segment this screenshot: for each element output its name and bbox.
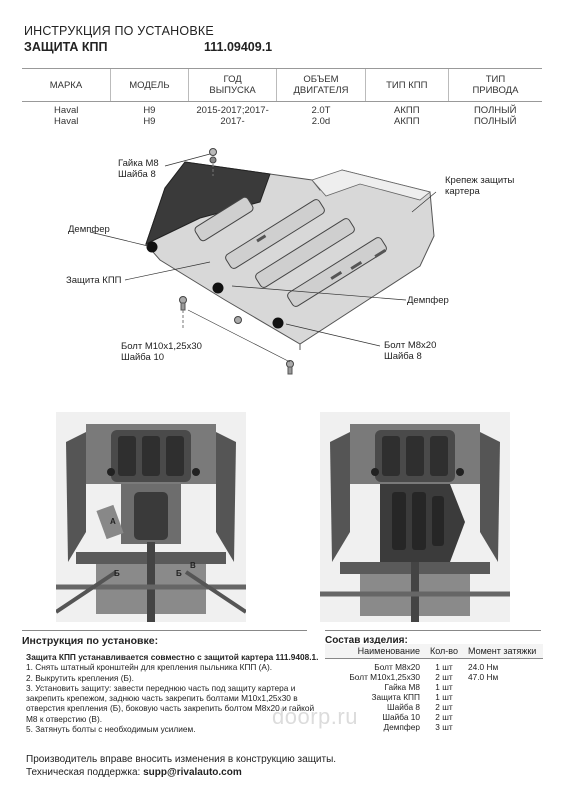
table-row: Гайка М8 1 шт (325, 682, 543, 692)
col-header: МОДЕЛЬ (109, 68, 189, 102)
instruction-step: 3. Установить защиту: завести переднюю ч… (26, 682, 315, 724)
skid-plate-drawing (145, 161, 435, 350)
damper-part (146, 241, 158, 253)
comp-qty: 1 шт (435, 682, 453, 692)
comp-col-header: Момент затяжки (465, 644, 543, 659)
comp-torque (465, 702, 543, 712)
table-row: Шайба 10 2 шт (325, 712, 543, 722)
instructions-intro: Защита КПП устанавливается совместно с з… (26, 652, 319, 662)
comp-name: Демпфер (383, 722, 421, 732)
label-bolt-m10: Болт М10х1,25х30 (121, 341, 202, 352)
col-header-text: ТИП ПРИВОДА (472, 74, 519, 96)
table-cell: АКПП (394, 116, 420, 127)
table-cell: 2017- (220, 116, 245, 127)
table-row: Болт М8х20 1 шт 24.0 Нм (325, 659, 543, 673)
comp-torque: 47.0 Нм (468, 672, 499, 682)
comp-name: Шайба 8 (387, 702, 420, 712)
footer-disclaimer: Производитель вправе вносить изменения в… (26, 754, 337, 765)
comp-qty: 1 шт (435, 662, 453, 672)
doc-title: ИНСТРУКЦИЯ ПО УСТАНОВКЕ (24, 24, 214, 38)
label-washer-8: Шайба 8 (118, 169, 156, 180)
footer-support: Техническая поддержка: supp@rivalauto.co… (26, 767, 242, 778)
label-bolt-m8: Болт М8х20 (384, 340, 437, 351)
photo-label-b: Б (176, 569, 182, 578)
instructions-title: Инструкция по установке: (22, 635, 159, 647)
table-cell: АКПП (394, 105, 420, 116)
composition-title: Состав изделия: (325, 635, 408, 646)
instructions-text: Защита КПП устанавливается совместно с з… (26, 652, 326, 734)
label-skid-plate: Защита КПП (66, 275, 122, 286)
comp-qty: 2 шт (435, 712, 453, 722)
table-cell: Haval (54, 116, 79, 127)
damper-part (212, 282, 224, 294)
photo-label-b: Б (114, 569, 120, 578)
composition-table: Наименование Кол-во Момент затяжки Болт … (325, 644, 543, 732)
col-header: ГОД ВЫПУСКА (187, 68, 277, 102)
comp-col-header: Наименование (325, 644, 423, 659)
underbody-photo-before (56, 412, 246, 622)
comp-name: Шайба 10 (382, 712, 420, 722)
table-row: Демпфер 3 шт (325, 722, 543, 732)
damper-part (272, 317, 284, 329)
label-mount: Крепеж защиты картера (445, 175, 515, 197)
table-cell: Haval (54, 105, 79, 116)
photo-label-a: А (110, 517, 116, 526)
composition-section: Состав изделия: (325, 630, 541, 646)
comp-qty: 3 шт (435, 722, 453, 732)
skid-plate-diagram (89, 148, 437, 375)
table-row: Haval H9 2017- 2.0d АКПП ПОЛНЫЙ (22, 116, 542, 127)
table-cell: 2.0T (311, 105, 331, 116)
label-washer-10: Шайба 10 (121, 352, 165, 363)
table-cell: 2015-2017;2017- (196, 105, 269, 116)
support-label: Техническая поддержка: (26, 767, 141, 778)
bolt-m8 (234, 316, 242, 324)
comp-qty: 2 шт (435, 702, 453, 712)
comp-name: Болт М10х1,25х30 (349, 672, 420, 682)
comp-torque (465, 692, 543, 702)
col-header: ТИП КПП (364, 68, 449, 102)
comp-torque (465, 712, 543, 722)
photo-label-v: В (190, 561, 196, 570)
bolt-m10 (179, 296, 187, 330)
comp-torque: 24.0 Нм (468, 662, 499, 672)
label-nut-m8: Гайка М8 (118, 158, 159, 169)
instruction-step: 5. Затянуть болты с необходимым усилием. (26, 724, 196, 735)
comp-torque (465, 682, 543, 692)
table-row: Защита КПП 1 шт (325, 692, 543, 702)
table-row: Болт М10х1,25х30 2 шт 47.0 Нм (325, 672, 543, 682)
comp-qty: 2 шт (435, 672, 453, 682)
label-damper-left: Демпфер (68, 224, 110, 235)
support-email[interactable]: supp@rivalauto.com (143, 767, 242, 778)
product-code: 111.09409.1 (204, 40, 273, 54)
table-cell: ПОЛНЫЙ (473, 116, 517, 127)
table-cell: 2.0d (311, 116, 331, 127)
col-header: МАРКА (22, 68, 111, 102)
product-name: ЗАЩИТА КПП (24, 40, 108, 54)
comp-qty: 1 шт (435, 692, 453, 702)
bolt-m10-lower (286, 360, 294, 375)
nut-washer-m8 (209, 148, 217, 176)
table-row: Шайба 8 2 шт (325, 702, 543, 712)
label-washer-8b: Шайба 8 (384, 351, 422, 362)
table-cell: ПОЛНЫЙ (473, 105, 517, 116)
comp-torque (465, 722, 543, 732)
watermark: doorp.ru (272, 704, 358, 729)
table-row: Haval H9 2015-2017;2017- 2.0T АКПП ПОЛНЫ… (22, 102, 542, 117)
instruction-step: 2. Выкрутить крепления (Б). (26, 672, 134, 683)
col-header: ТИП ПРИВОДА (447, 68, 542, 102)
vehicle-spec-table: МАРКА МОДЕЛЬ ГОД ВЫПУСКА ОБЪЕМ ДВИГАТЕЛЯ… (22, 68, 542, 127)
col-header-text: ОБЪЕМ ДВИГАТЕЛЯ (293, 74, 349, 96)
instruction-step: 1. Снять штатный кронштейн для крепления… (26, 662, 273, 673)
underbody-photo-after (320, 412, 510, 622)
col-header: ОБЪЕМ ДВИГАТЕЛЯ (276, 68, 366, 102)
comp-col-header: Кол-во (423, 644, 465, 659)
instructions-section: Инструкция по установке: (22, 630, 307, 647)
table-cell: H9 (143, 116, 156, 127)
table-cell: H9 (143, 105, 156, 116)
comp-name: Болт М8х20 (374, 662, 420, 672)
comp-name: Защита КПП (371, 692, 420, 702)
label-damper-right: Демпфер (407, 295, 449, 306)
comp-name: Гайка М8 (384, 682, 420, 692)
col-header-text: ГОД ВЫПУСКА (209, 74, 256, 96)
